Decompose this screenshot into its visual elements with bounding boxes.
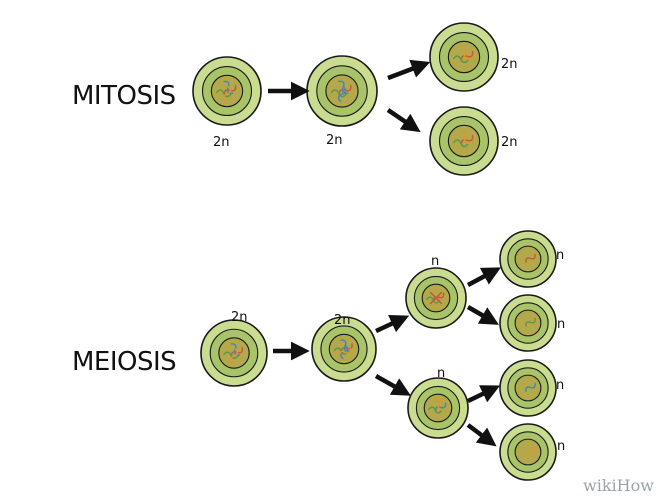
mitosis-cell-parent	[192, 56, 262, 126]
mitosis-label-parent: 2n	[213, 135, 230, 150]
meiosis-arrow-3	[374, 374, 411, 396]
meiosis-cell-gamete-2	[499, 294, 557, 352]
meiosis-cell-gamete-4	[499, 423, 557, 481]
chromosome	[452, 55, 469, 64]
chromosome	[525, 446, 536, 456]
chromosome	[330, 89, 347, 98]
meiosis-arrow-4	[466, 267, 501, 287]
chromosome	[428, 406, 443, 414]
meiosis-label-gamete-3: n	[556, 378, 564, 393]
mitosis-title: MITOSIS	[72, 81, 176, 111]
mitosis-label-daughter-1: 2n	[501, 57, 518, 72]
mitosis-cell-replicated	[306, 55, 378, 127]
cell-nucleus	[514, 438, 542, 466]
meiosis-arrow-6	[467, 385, 501, 404]
chromosome	[452, 139, 469, 148]
wikihow-watermark: wikiHow	[583, 476, 654, 495]
mitosis-label-replicated: 2n	[326, 133, 343, 148]
meiosis-title: MEIOSIS	[72, 347, 176, 377]
chromosome	[229, 348, 239, 364]
chromosome	[460, 134, 474, 146]
cell-nucleus	[514, 309, 542, 337]
chromosome	[525, 317, 536, 327]
chromosome	[432, 292, 445, 303]
mitosis-cell-daughter-1	[429, 22, 499, 92]
meiosis-cell-gamete-3	[499, 359, 557, 417]
meiosis-label-replicated: 2n	[334, 313, 351, 328]
meiosis-label-meiosis1-top: n	[431, 254, 439, 269]
meiosis-label-gamete-4: n	[557, 439, 565, 454]
meiosis-label-gamete-2: n	[557, 317, 565, 332]
chromosome	[525, 382, 536, 392]
meiosis-arrow-7	[466, 423, 497, 447]
meiosis-cell-meiosis1-bottom	[407, 377, 469, 439]
chromosome	[338, 348, 352, 357]
cell-nucleus	[514, 374, 542, 402]
meiosis-cell-meiosis1-top	[405, 267, 467, 329]
chromosome	[434, 398, 444, 411]
meiosis-cell-gamete-1	[499, 230, 557, 288]
chromosome	[525, 253, 536, 263]
chromosome	[222, 86, 232, 102]
meiosis-arrow-5	[466, 305, 499, 325]
meiosis-label-gamete-1: n	[556, 248, 564, 263]
mitosis-arrow-3	[386, 108, 421, 133]
meiosis-cell-replicated	[311, 316, 377, 382]
meiosis-label-parent: 2n	[231, 310, 248, 325]
chromosome	[215, 89, 232, 98]
meiosis-label-meiosis1-bottom: n	[437, 366, 445, 381]
chromosome	[223, 351, 239, 360]
chromosome	[337, 86, 347, 103]
chromosome	[434, 402, 447, 413]
cell-nucleus	[514, 245, 542, 273]
chromosome	[460, 46, 471, 60]
mitosis-cell-daughter-2	[429, 106, 499, 176]
mitosis-arrow-2	[387, 59, 431, 81]
chromosome-cross	[429, 291, 443, 305]
mitosis-label-daughter-2: 2n	[501, 135, 518, 150]
chromosome	[460, 50, 474, 62]
meiosis-arrow-2	[375, 315, 410, 334]
chromosome	[460, 130, 471, 144]
meiosis-cell-parent	[200, 319, 268, 387]
